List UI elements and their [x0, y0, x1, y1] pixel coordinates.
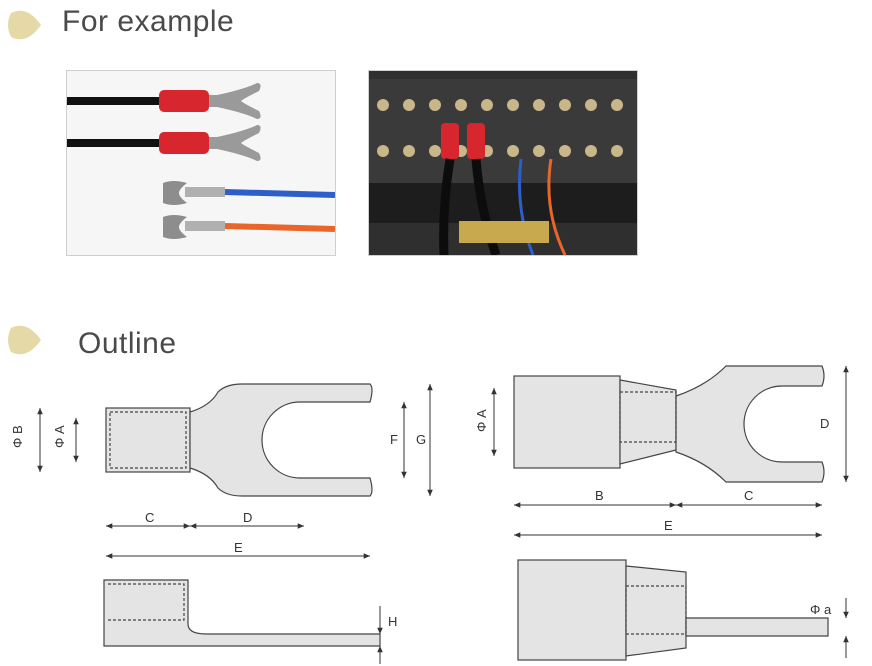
section-title-outline: Outline — [78, 327, 177, 360]
bullet-icon — [8, 10, 41, 40]
left-side-view — [103, 579, 381, 647]
outline-diagram: Φ B Φ A C D E F G H Φ A B C E D Φ a — [10, 365, 849, 664]
label-g: G — [416, 432, 426, 447]
label-d: D — [243, 510, 252, 525]
label-d-right: D — [820, 416, 829, 431]
label-c-right: C — [744, 488, 753, 503]
label-c: C — [145, 510, 154, 525]
label-b: B — [595, 488, 604, 503]
section-title-example: For example — [62, 5, 235, 38]
label-phi-b: Φ B — [10, 425, 25, 448]
terminal-block-photo — [368, 70, 638, 256]
right-side-view — [517, 559, 829, 661]
label-e-right: E — [664, 518, 673, 533]
label-phi-a-right: Φ A — [474, 409, 489, 432]
label-phi-a: Φ A — [52, 425, 67, 448]
left-top-view — [105, 383, 373, 497]
label-h: H — [388, 614, 397, 629]
label-phi-a-small: Φ a — [810, 602, 832, 617]
label-e: E — [234, 540, 243, 555]
bullet-icon — [8, 325, 41, 355]
wire-terminals-photo — [66, 70, 336, 256]
label-f: F — [390, 432, 398, 447]
right-top-view — [513, 365, 825, 483]
